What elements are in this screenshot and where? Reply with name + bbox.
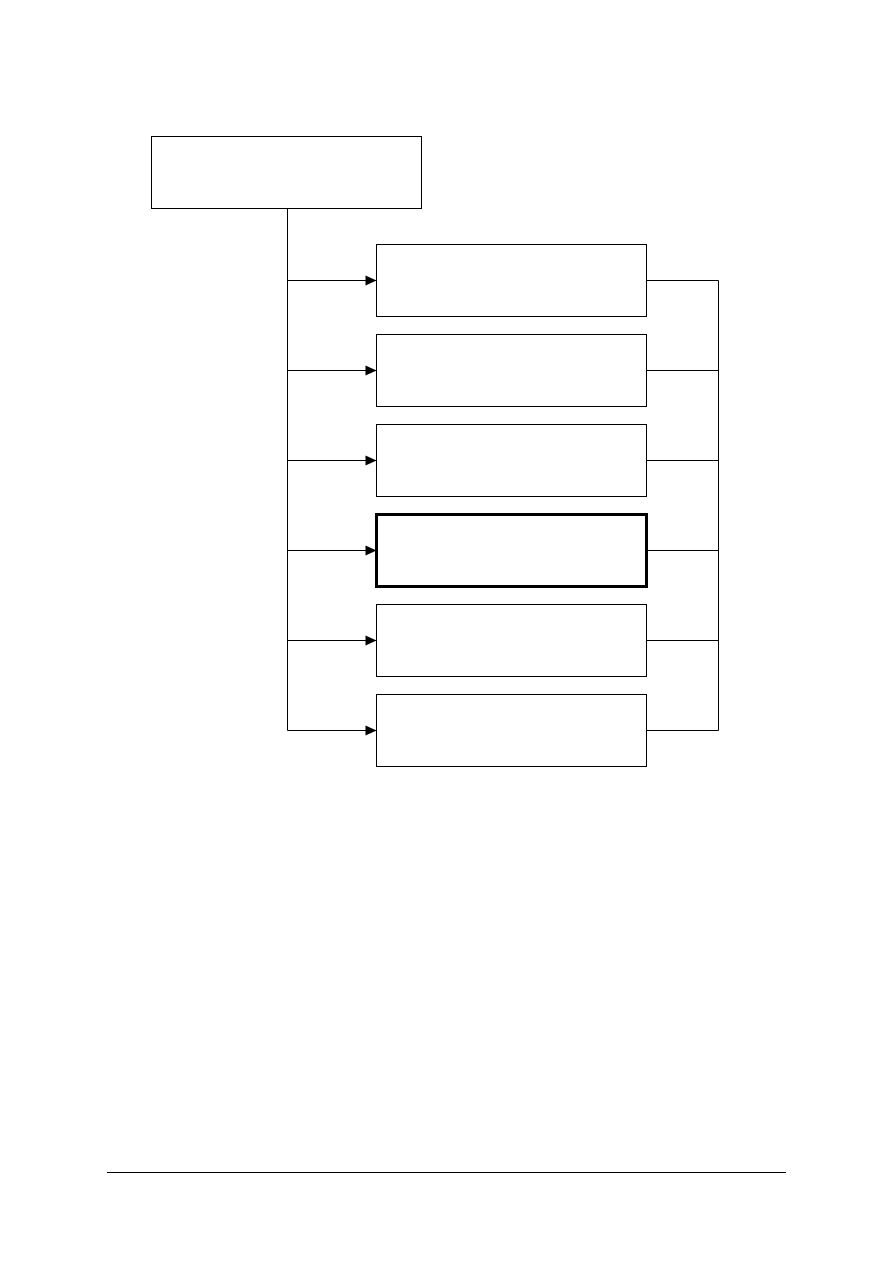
footer-rule [107, 1172, 786, 1173]
child-box-frame-3 [376, 424, 647, 497]
child-boxes-group [287, 244, 719, 767]
child-box-3 [287, 424, 719, 497]
child-box-frame-1 [376, 244, 647, 317]
child-box-5 [287, 604, 719, 677]
child-box-frame-4 [375, 513, 648, 588]
root-box [151, 136, 422, 209]
child-box-1 [287, 244, 719, 317]
child-box-6 [287, 694, 719, 767]
child-box-frame-6 [376, 694, 647, 767]
child-box-frame-2 [376, 334, 647, 407]
child-box-2 [287, 334, 719, 407]
child-box-4 [287, 513, 719, 588]
child-box-frame-5 [376, 604, 647, 677]
flowchart-diagram [151, 136, 719, 767]
